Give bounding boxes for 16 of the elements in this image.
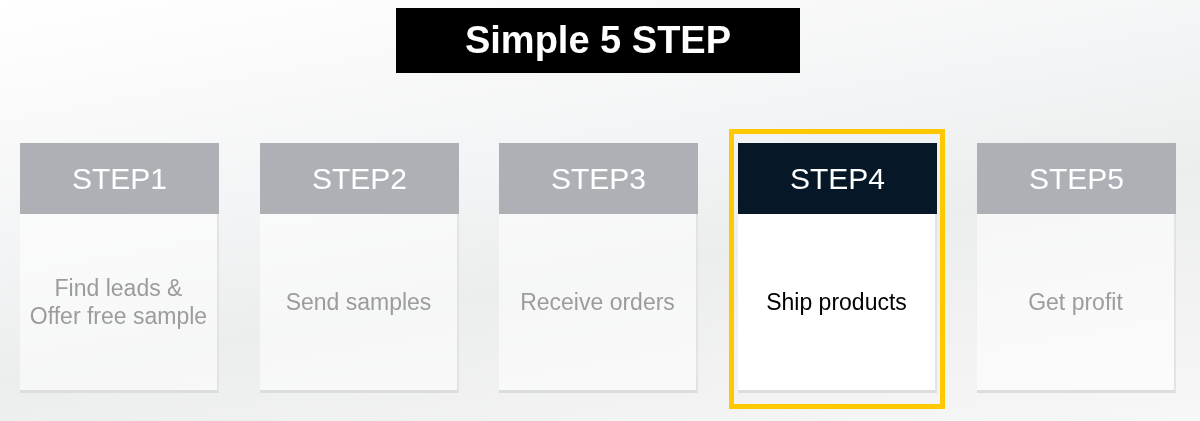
step-card: [499, 143, 698, 393]
step-description: Get profit: [1028, 288, 1123, 316]
step-description: Find leads & Offer free sample: [28, 274, 209, 330]
step-header: STEP5: [977, 143, 1176, 214]
step-header: STEP2: [260, 143, 459, 214]
title-banner: Simple 5 STEP: [396, 8, 800, 73]
step-header: STEP4: [738, 143, 937, 214]
step-description: Ship products: [766, 288, 907, 316]
step-header: STEP3: [499, 143, 698, 214]
step-card: [977, 143, 1176, 393]
step-header: STEP1: [20, 143, 219, 214]
step-card: [20, 143, 219, 393]
step-description: Send samples: [285, 288, 432, 316]
step-card: [260, 143, 459, 393]
step-description: Receive orders: [520, 288, 675, 316]
step-card: [738, 143, 937, 393]
